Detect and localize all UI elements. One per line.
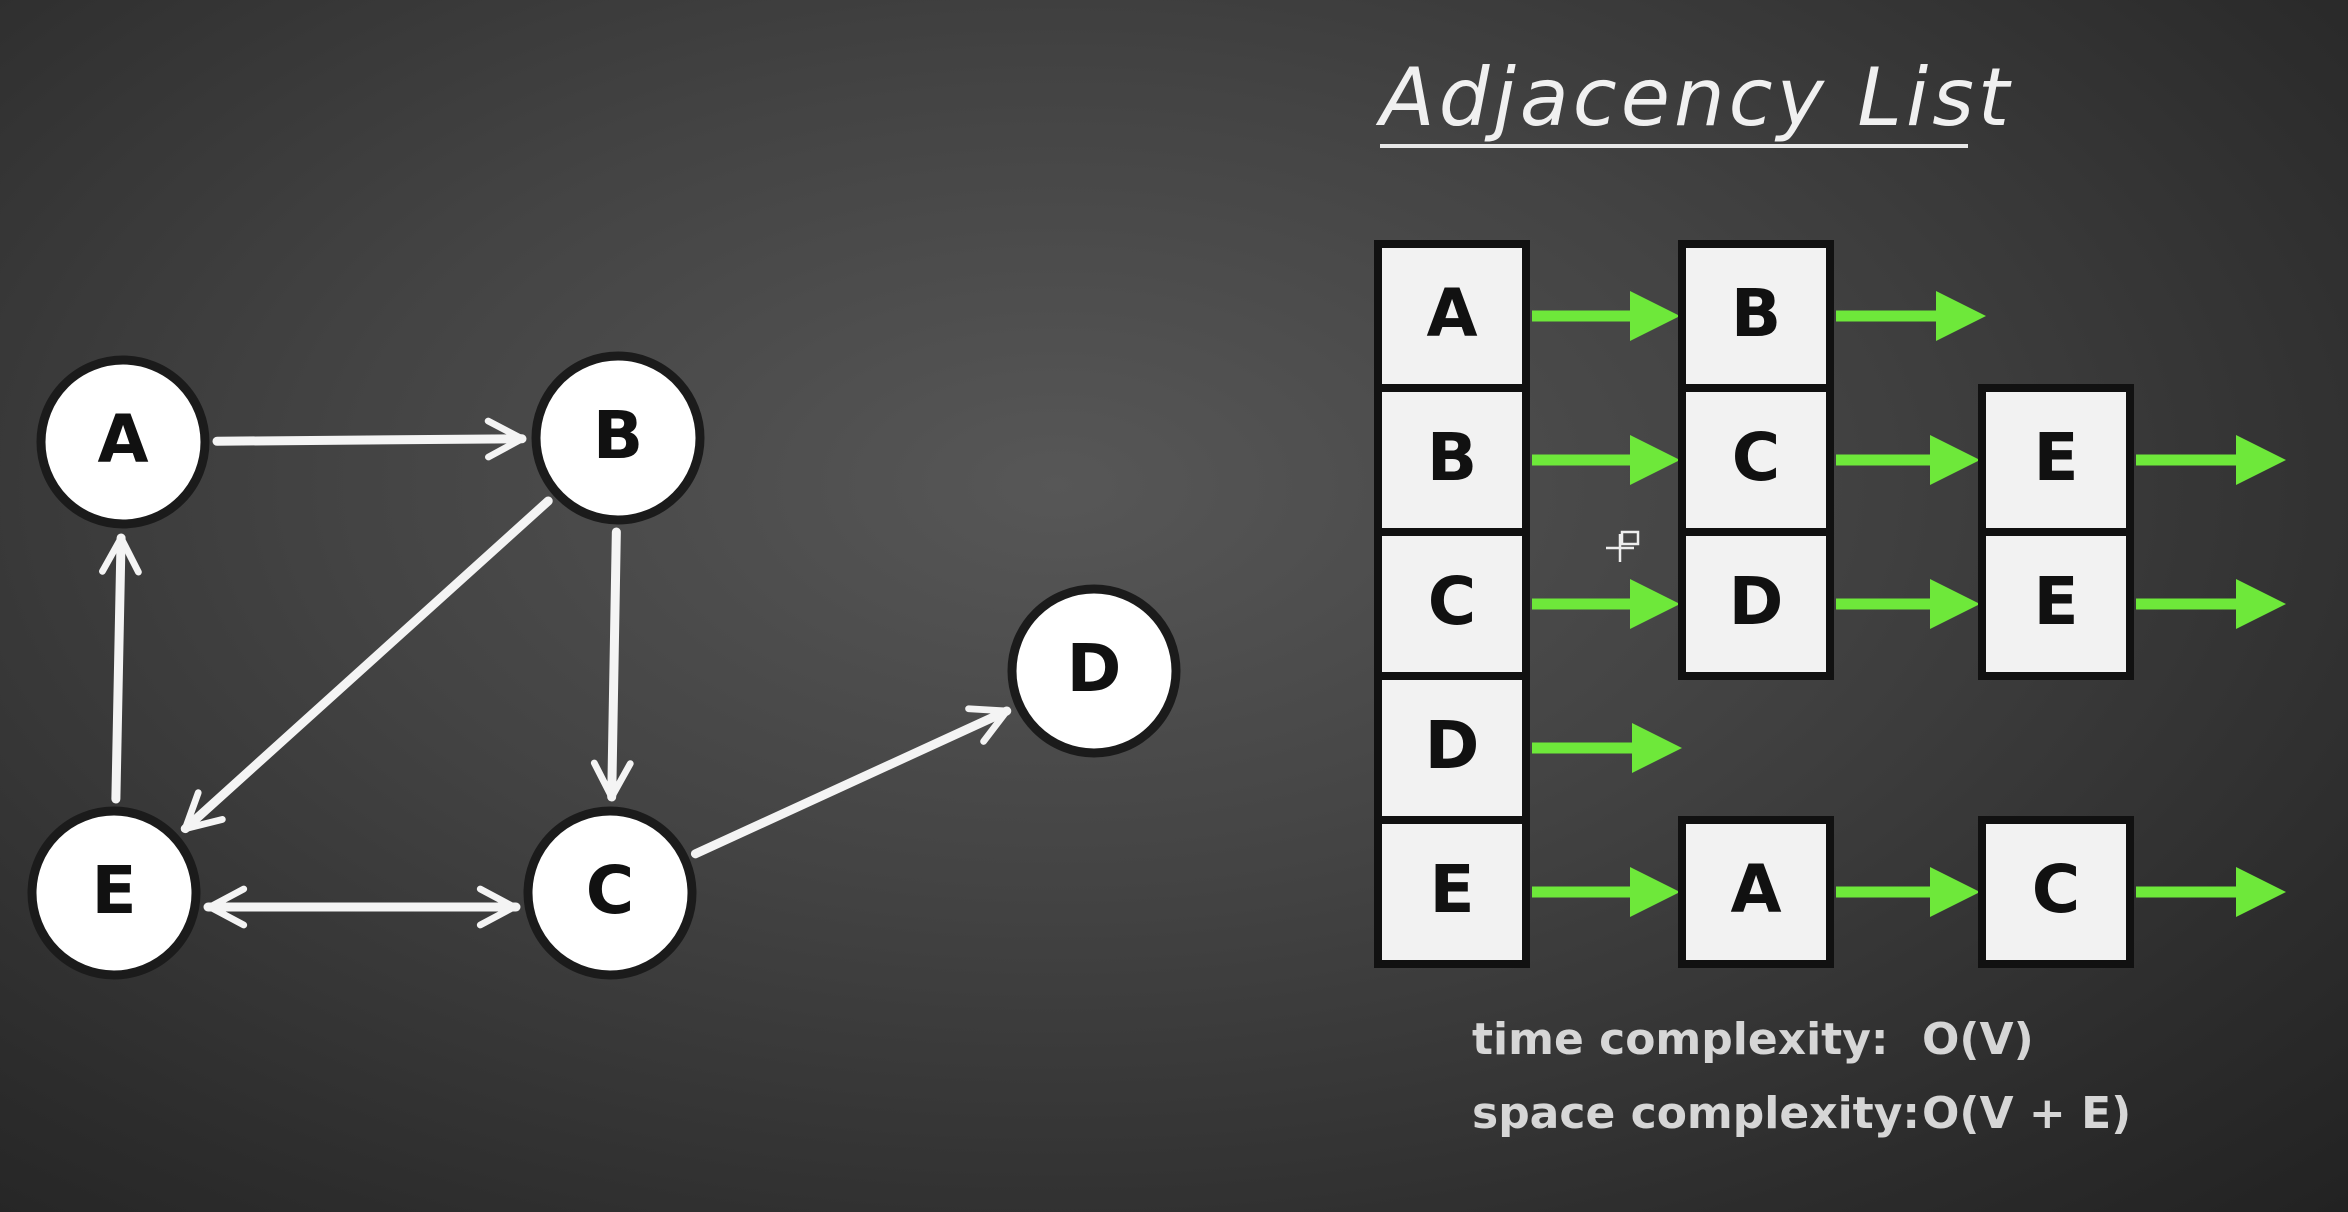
neighbor-label: B — [1731, 275, 1781, 352]
space-complexity-label: space complexity: — [1472, 1088, 1920, 1139]
node-label: E — [91, 852, 136, 929]
list-arrow-c-end — [2136, 579, 2286, 629]
move-cursor-icon — [1606, 530, 1640, 562]
node-label: B — [593, 397, 643, 474]
node-circle — [531, 351, 705, 525]
node-a: A — [36, 355, 210, 529]
node-c: C — [523, 806, 697, 980]
node-b: B — [531, 351, 705, 525]
edge-b-e — [180, 496, 553, 834]
neighbor-label: A — [1730, 851, 1781, 928]
vertex-label: E — [1429, 851, 1474, 928]
edge-e-a — [99, 533, 142, 804]
time-complexity-value: O(V) — [1922, 1014, 2034, 1065]
edge-c-d — [690, 705, 1012, 859]
time-complexity-label: time complexity: — [1472, 1014, 1888, 1065]
node-e: E — [27, 806, 201, 980]
neighbor-label: C — [1732, 419, 1780, 496]
list-arrow-b-end — [2136, 435, 2286, 485]
node-label: D — [1067, 630, 1122, 707]
neighbor-label: D — [1729, 563, 1784, 640]
neighbor-cell-e-c — [1978, 816, 2134, 968]
vertex-label: A — [1426, 275, 1477, 352]
list-arrow-a-end — [1836, 291, 1986, 341]
list-arrow-b-0 — [1532, 435, 1680, 485]
edge-a-b — [212, 417, 527, 461]
graph-nodes: A B C D E — [27, 351, 1181, 980]
neighbor-cell-c-e — [1978, 528, 2134, 680]
list-arrow-b-1 — [1836, 435, 1980, 485]
edge-b-c — [590, 527, 634, 802]
graph-edges — [99, 417, 1012, 929]
list-arrow-e-end — [2136, 867, 2286, 917]
title: Adjacency List — [1375, 51, 2013, 144]
node-label: A — [97, 401, 148, 478]
node-circle — [36, 355, 210, 529]
node-circle — [27, 806, 201, 980]
vertex-cell-d — [1374, 672, 1530, 824]
neighbor-cell-b-c — [1678, 384, 1834, 536]
node-circle — [1007, 584, 1181, 758]
vertex-label: B — [1427, 419, 1477, 496]
node-circle — [523, 806, 697, 980]
list-arrow-a-0 — [1532, 291, 1680, 341]
neighbor-label: E — [2033, 563, 2078, 640]
neighbor-cell-c-d — [1678, 528, 1834, 680]
vertex-label: D — [1425, 707, 1480, 784]
vertex-cell-a — [1374, 240, 1530, 392]
node-d: D — [1007, 584, 1181, 758]
list-arrow-c-1 — [1836, 579, 1980, 629]
list-arrow-c-0 — [1532, 579, 1680, 629]
list-arrow-e-1 — [1836, 867, 1980, 917]
node-label: C — [586, 852, 634, 929]
neighbor-label: E — [2033, 419, 2078, 496]
neighbor-cell-b-e — [1978, 384, 2134, 536]
complexity-info: time complexity: O(V) space complexity: … — [1472, 1014, 2131, 1139]
list-arrow-d-end — [1532, 723, 1682, 773]
neighbor-cell-e-a — [1678, 816, 1834, 968]
vertex-cell-e — [1374, 816, 1530, 968]
neighbor-label: C — [2032, 851, 2080, 928]
space-complexity-value: O(V + E) — [1922, 1088, 2131, 1139]
list-arrow-e-0 — [1532, 867, 1680, 917]
vertex-label: C — [1428, 563, 1476, 640]
